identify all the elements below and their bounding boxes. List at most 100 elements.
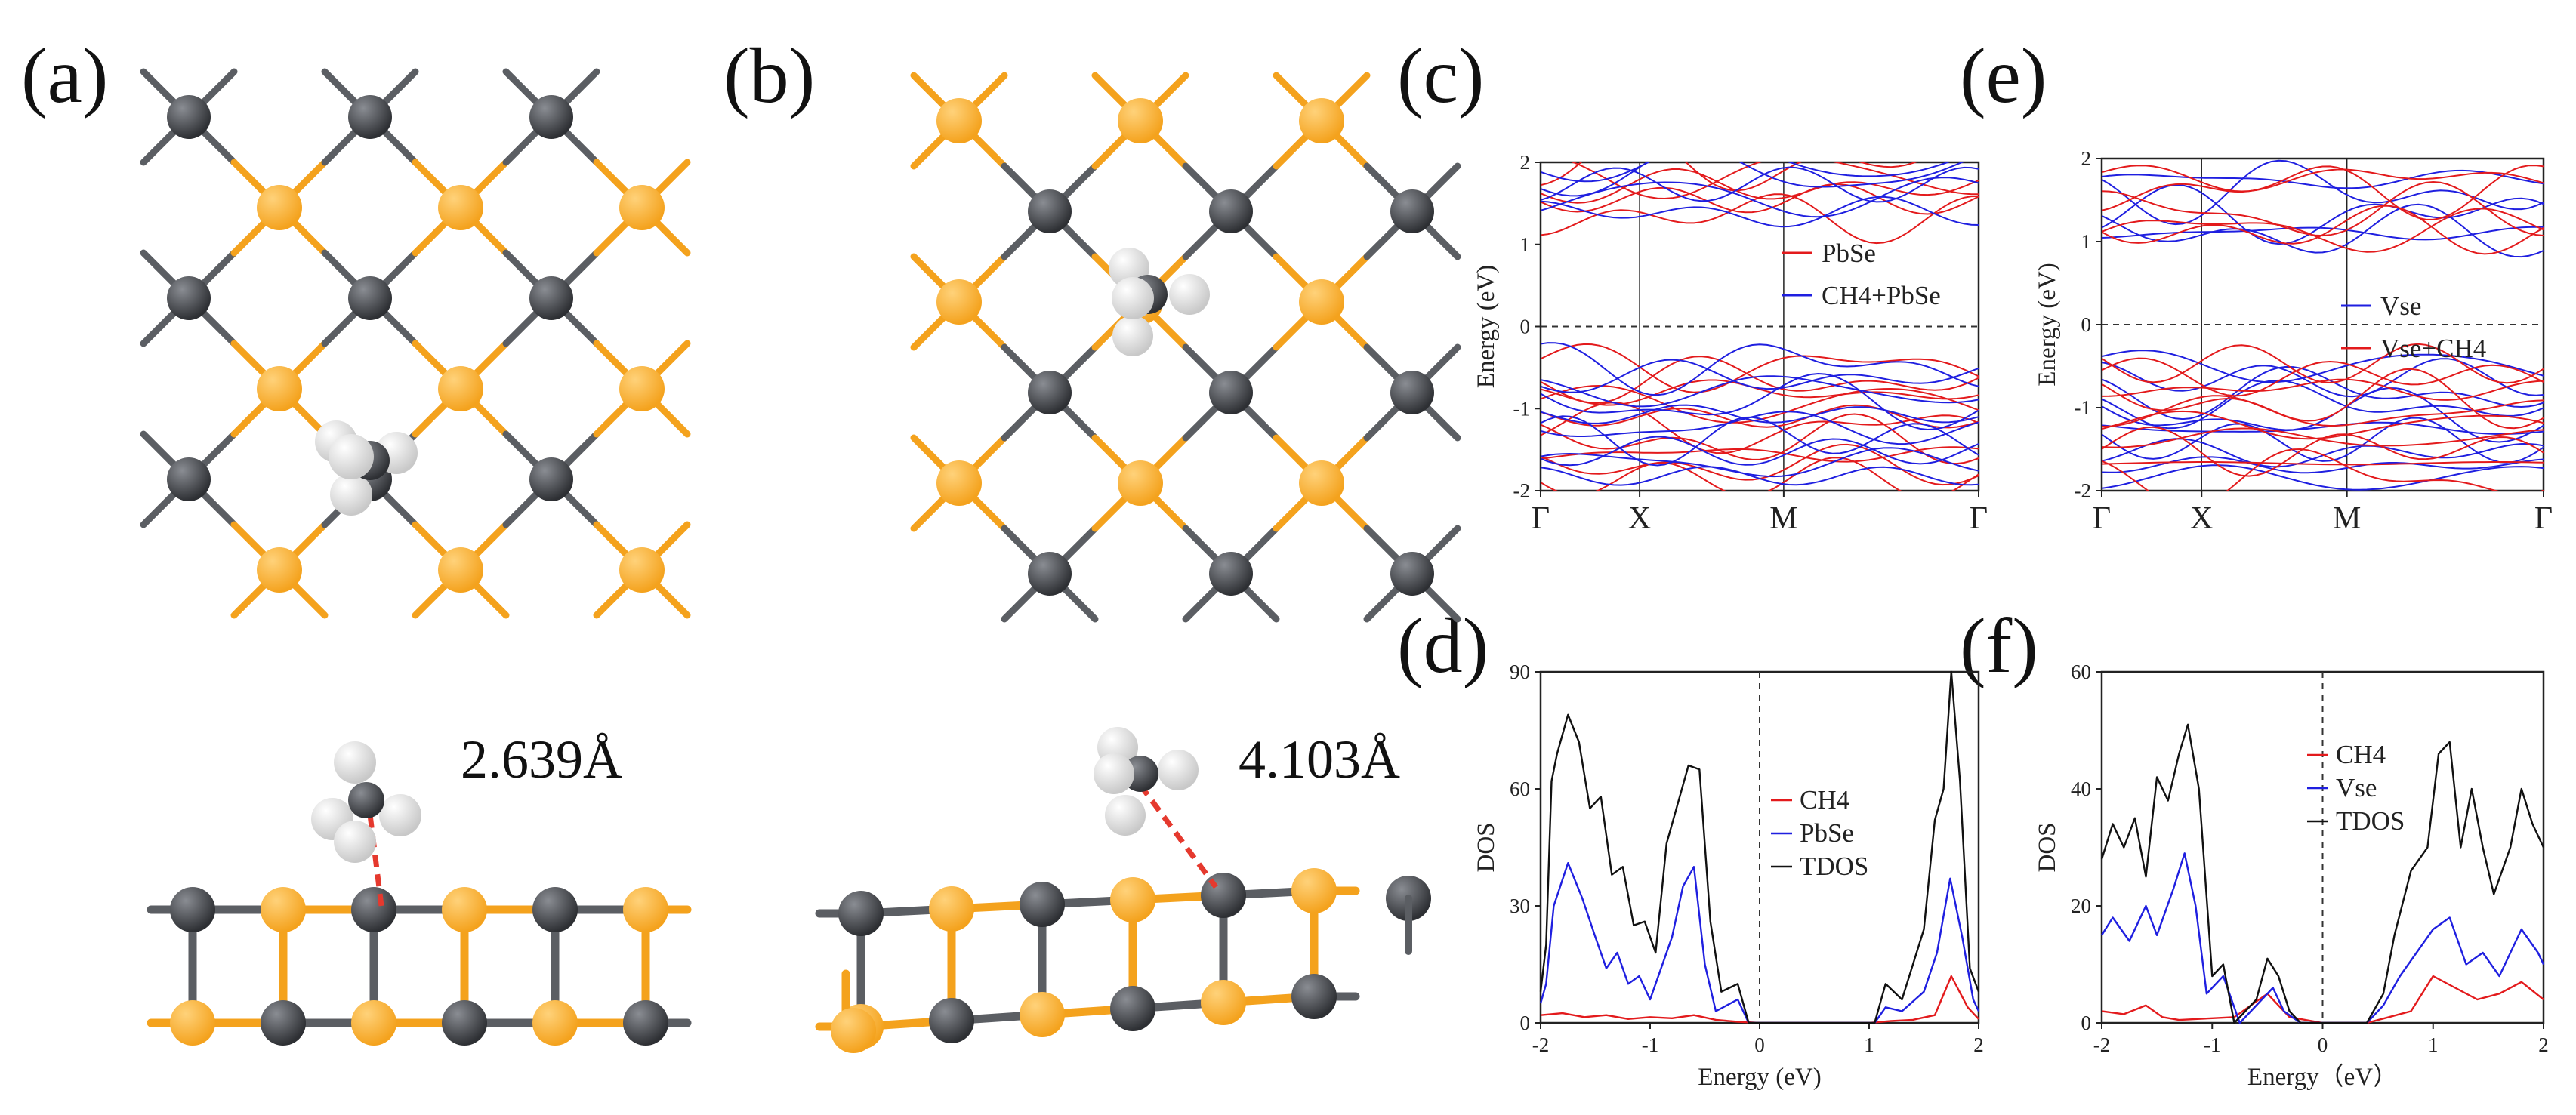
x-tick-label: -2 — [1532, 1033, 1550, 1056]
se-atom — [1209, 552, 1253, 596]
se-atom — [1209, 371, 1253, 414]
pb-atom — [619, 185, 665, 230]
band-line — [1541, 466, 1979, 486]
x-tick-label: 1 — [2428, 1033, 2439, 1056]
panel-label-f: (f) — [1960, 602, 2038, 689]
band-line — [1541, 384, 1979, 424]
structure-b-top-view — [910, 72, 1461, 623]
y-axis-label: Energy (eV) — [2034, 263, 2061, 386]
h-atom — [1105, 795, 1146, 836]
y-tick-label: 0 — [1520, 316, 1531, 338]
x-axis-label: Energy（eV） — [2247, 1064, 2398, 1091]
band-line — [2102, 456, 2544, 474]
se-atom — [1201, 873, 1246, 918]
band-line — [1541, 162, 1917, 192]
y-tick-label: 0 — [2081, 313, 2092, 336]
band-line — [1541, 343, 1979, 393]
se-atom — [1390, 552, 1434, 596]
pb-atom — [1201, 980, 1246, 1025]
band-line — [2102, 205, 2544, 255]
pb-atom — [1118, 98, 1163, 143]
panel-label-a: (a) — [21, 32, 108, 119]
band-line — [1541, 446, 1979, 463]
y-tick-label: 30 — [1510, 895, 1530, 917]
y-axis-label: DOS — [2034, 822, 2061, 872]
h-atom — [329, 434, 374, 479]
panel-label-b: (b) — [723, 32, 815, 119]
y-tick-label: 1 — [2081, 230, 2092, 253]
x-tick-label: 0 — [1754, 1033, 1765, 1056]
se-atom — [1028, 189, 1072, 233]
y-tick-label: 0 — [2081, 1012, 2092, 1034]
distance-bond — [1138, 783, 1218, 889]
band-line — [1541, 415, 1979, 467]
pb-atom — [619, 547, 665, 593]
pb-atom — [936, 460, 982, 506]
structure-a-top-view — [140, 68, 691, 619]
band-line — [1541, 359, 1979, 393]
legend-label: Vse — [2380, 291, 2421, 321]
pb-atom — [532, 1000, 578, 1046]
se-atom — [348, 276, 392, 320]
legend-label: Vse — [2336, 773, 2377, 802]
panel-label-d: (d) — [1397, 602, 1489, 689]
dos-line-tdos — [2100, 723, 2545, 1024]
bands — [2102, 159, 2544, 491]
band-line — [1541, 379, 1979, 406]
x-tick-label: 0 — [2318, 1033, 2328, 1056]
x-tick-label: 2 — [2538, 1033, 2549, 1056]
y-tick-label: 1 — [1520, 233, 1531, 256]
pb-atom — [1299, 279, 1344, 325]
pb-atom — [442, 887, 487, 932]
band-line — [2102, 343, 2544, 384]
legend-label: CH4 — [1800, 785, 1849, 815]
band-line — [1541, 183, 1979, 215]
se-atom — [1390, 189, 1434, 233]
band-line — [2102, 203, 2544, 258]
band-line — [1541, 356, 1979, 404]
distance-label-a: 2.639Å — [461, 729, 622, 790]
bands — [1541, 162, 1979, 491]
pb-atom — [929, 886, 974, 932]
pb-atom — [936, 98, 982, 143]
se-atom — [529, 457, 573, 501]
band-line — [2102, 379, 2544, 430]
h-atom — [1094, 753, 1134, 794]
se-atom — [1110, 986, 1155, 1031]
band-line — [1541, 447, 1979, 478]
se-atom — [529, 276, 573, 320]
band-line — [2102, 464, 2544, 491]
h-atom — [1112, 316, 1153, 356]
band-line — [1541, 404, 1979, 429]
se-atom — [532, 887, 578, 932]
se-atom — [261, 1000, 306, 1046]
band-line — [2102, 427, 2544, 448]
y-axis-label: DOS — [1473, 822, 1500, 872]
pb-atom — [257, 547, 302, 593]
pb-atom — [351, 1000, 396, 1046]
h-atom — [379, 794, 421, 836]
se-atom — [1390, 371, 1434, 414]
se-atom — [623, 1000, 668, 1046]
k-point-label: M — [1769, 501, 1797, 536]
band-line — [1541, 177, 1979, 218]
band-line — [1541, 372, 1979, 431]
band-line — [2102, 368, 2544, 430]
structure-a-side-view — [147, 741, 692, 1046]
pb-atom — [257, 185, 302, 230]
x-axis-label: Energy (eV) — [1698, 1064, 1821, 1091]
pb-atom — [170, 1000, 215, 1046]
y-tick-label: 0 — [1520, 1012, 1531, 1034]
band-line — [2102, 395, 2544, 427]
band-line — [2102, 421, 2544, 436]
pb-atom — [257, 366, 302, 411]
y-tick-label: 40 — [2071, 778, 2091, 800]
legend-label: CH4 — [2336, 740, 2386, 769]
se-atom — [348, 782, 384, 818]
se-atom — [167, 95, 211, 139]
se-atom — [442, 1000, 487, 1046]
